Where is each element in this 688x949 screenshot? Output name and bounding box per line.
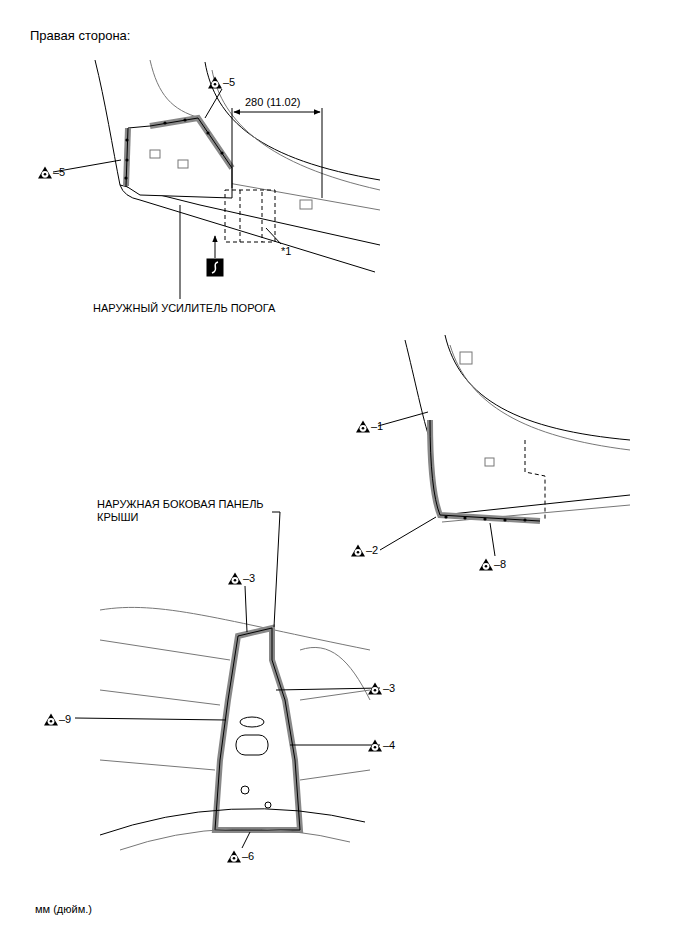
callout-number: –5 [53,166,65,179]
callout-number: –1 [371,420,383,433]
callout-number: –2 [366,544,378,557]
callout-number: *1 [281,245,291,258]
callout-number: –5 [223,76,235,89]
view-title: Правая сторона: [30,28,130,44]
callout-number: –9 [59,713,71,726]
callout-number: –4 [383,739,395,752]
weld-symbol [38,77,493,863]
callout-number: –6 [242,850,254,863]
callout-number: –3 [243,572,255,585]
dimension: 280 (11.02) [245,96,300,109]
callout-number: –8 [494,558,506,571]
part-name: НАРУЖНАЯ БОКОВАЯ ПАНЕЛЬ КРЫШИ [97,498,275,524]
callout-number: –3 [383,682,395,695]
part-name: НАРУЖНЫЙ УСИЛИТЕЛЬ ПОРОГА [93,302,275,315]
unit-note: мм (дюйм.) [35,903,92,916]
